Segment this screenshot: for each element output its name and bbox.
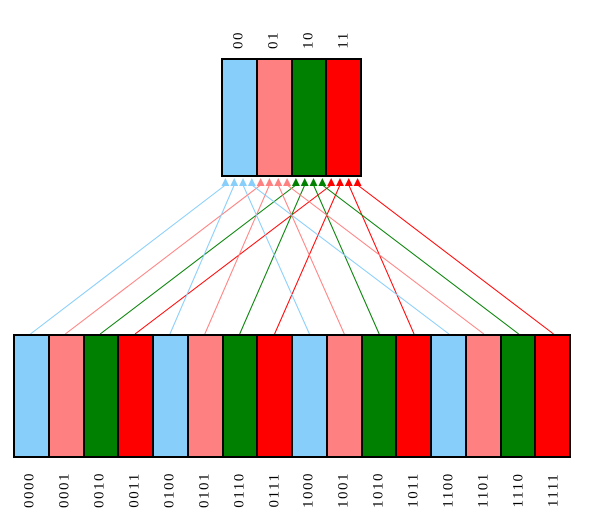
bottom-cell-1111 <box>536 336 569 456</box>
bottom-cell-1001 <box>327 336 363 456</box>
arrowhead-icon <box>265 178 274 186</box>
arrowhead-icon <box>335 178 344 186</box>
bottom-cell-label: 0010 <box>91 472 108 508</box>
top-cell-label: 11 <box>335 31 352 49</box>
top-cell-10 <box>292 60 328 175</box>
mapping-arrow-line-1101 <box>286 184 485 335</box>
bottom-row <box>13 334 571 458</box>
mapping-arrow-line-1111 <box>357 184 554 335</box>
arrowhead-icon <box>309 178 318 186</box>
bottom-cell-0100 <box>154 336 189 456</box>
bottom-cell-label: 0000 <box>21 472 38 508</box>
mapping-arrow-line-0110 <box>239 184 306 335</box>
bottom-cell-label: 0011 <box>126 472 143 508</box>
arrowhead-icon <box>283 178 292 186</box>
arrowhead-icon <box>230 178 239 186</box>
mapping-arrow-line-1100 <box>251 184 450 335</box>
bottom-cell-0011 <box>119 336 154 456</box>
mapping-arrow-line-0100 <box>169 184 235 335</box>
arrowhead-icon <box>239 178 248 186</box>
bottom-cell-label: 0110 <box>231 472 248 508</box>
mapping-arrow-line-0111 <box>274 184 341 335</box>
arrowhead-icon <box>318 178 327 186</box>
mapping-arrow-line-0011 <box>134 184 332 335</box>
bottom-cell-label: 0100 <box>161 472 178 508</box>
arrowhead-icon <box>353 178 362 186</box>
bottom-cell-1110 <box>501 336 537 456</box>
bottom-cell-1100 <box>432 336 467 456</box>
bottom-cell-0010 <box>84 336 120 456</box>
bottom-cell-1011 <box>397 336 432 456</box>
arrowhead-icon <box>247 178 256 186</box>
arrowhead-icon <box>300 178 309 186</box>
bottom-cell-label: 1111 <box>545 472 562 508</box>
arrowhead-icon <box>291 178 300 186</box>
top-cell-01 <box>257 60 293 175</box>
mapping-arrow-line-1001 <box>277 184 345 335</box>
bottom-cell-label: 1110 <box>510 472 527 508</box>
mapping-arrow-line-0001 <box>65 184 261 335</box>
arrowhead-icon <box>327 178 336 186</box>
bottom-cell-label: 1100 <box>440 472 457 508</box>
bottom-cell-label: 0111 <box>266 472 283 508</box>
bottom-cell-label: 1000 <box>300 472 317 508</box>
top-cell-label: 10 <box>300 31 317 49</box>
mapping-arrow-line-1010 <box>313 184 380 335</box>
bottom-cell-1010 <box>362 336 398 456</box>
bottom-cell-0110 <box>223 336 259 456</box>
mapping-arrow-line-0000 <box>30 184 226 335</box>
top-row <box>221 58 362 177</box>
top-cell-11 <box>327 60 360 175</box>
arrowhead-icon <box>256 178 265 186</box>
bottom-cell-0101 <box>188 336 224 456</box>
bottom-cell-label: 1001 <box>335 472 352 508</box>
bottom-cell-0001 <box>49 336 85 456</box>
mapping-arrow-line-1110 <box>322 184 519 335</box>
mapping-arrow-line-0010 <box>99 184 297 335</box>
bottom-cell-label: 1101 <box>475 472 492 508</box>
top-cell-00 <box>223 60 258 175</box>
bottom-cell-label: 1011 <box>405 472 422 508</box>
arrowhead-icon <box>274 178 283 186</box>
bottom-cell-1000 <box>293 336 328 456</box>
arrowhead-icon <box>344 178 353 186</box>
mapping-arrow-line-1011 <box>348 184 415 335</box>
bottom-cell-label: 1010 <box>370 472 387 508</box>
mapping-arrow-line-0101 <box>204 184 270 335</box>
bottom-cell-1101 <box>466 336 502 456</box>
mapping-arrow-line-1000 <box>242 184 310 335</box>
bottom-cell-0111 <box>258 336 293 456</box>
top-cell-label: 00 <box>230 31 247 49</box>
bottom-cell-label: 0001 <box>56 472 73 508</box>
top-cell-label: 01 <box>265 31 282 49</box>
bottom-cell-0000 <box>15 336 50 456</box>
arrowhead-icon <box>221 178 230 186</box>
bottom-cell-label: 0101 <box>196 472 213 508</box>
